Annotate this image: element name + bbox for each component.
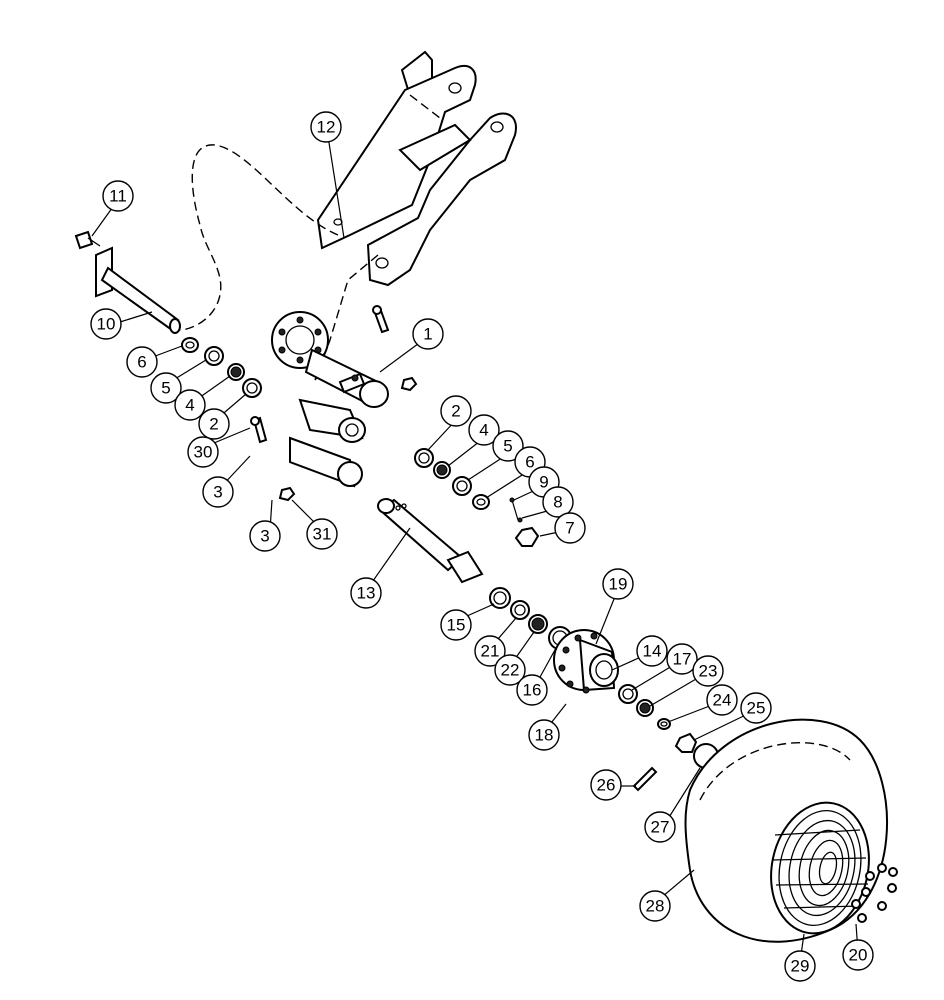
callout-c18: 18 bbox=[528, 719, 560, 751]
callout-label: 31 bbox=[313, 525, 332, 544]
callout-c30: 30 bbox=[187, 436, 219, 468]
callout-label: 1 bbox=[423, 325, 432, 344]
callout-label: 5 bbox=[161, 379, 170, 398]
callout-label: 18 bbox=[535, 726, 554, 745]
callout-label: 6 bbox=[137, 353, 146, 372]
callout-label: 2 bbox=[451, 402, 460, 421]
callout-c31: 31 bbox=[306, 518, 338, 550]
callout-label: 7 bbox=[565, 519, 574, 538]
callout-c16: 16 bbox=[516, 674, 548, 706]
cable-loop bbox=[179, 144, 339, 331]
callout-c28: 28 bbox=[639, 890, 671, 922]
callout-label: 23 bbox=[699, 662, 718, 681]
callout-label: 21 bbox=[481, 642, 500, 661]
bolts bbox=[250, 305, 418, 502]
callout-c15: 15 bbox=[440, 609, 472, 641]
callout-c3b: 3 bbox=[249, 520, 281, 552]
callout-c4a: 4 bbox=[174, 389, 206, 421]
callout-label: 27 bbox=[651, 818, 670, 837]
callout-c22: 22 bbox=[494, 654, 526, 686]
callout-label: 5 bbox=[503, 437, 512, 456]
axle-spindle bbox=[377, 498, 484, 584]
callout-label: 11 bbox=[109, 187, 127, 206]
callout-label: 12 bbox=[317, 118, 336, 137]
callout-c5a: 5 bbox=[150, 372, 182, 404]
callout-c20: 20 bbox=[842, 939, 874, 971]
callout-c2b: 2 bbox=[440, 395, 472, 427]
callout-label: 26 bbox=[597, 776, 616, 795]
callout-label: 3 bbox=[213, 483, 222, 502]
callout-label: 3 bbox=[260, 527, 269, 546]
callout-label: 22 bbox=[501, 661, 520, 680]
callout-c17: 17 bbox=[666, 643, 698, 675]
callout-c29: 29 bbox=[784, 950, 816, 982]
callout-label: 6 bbox=[525, 453, 534, 472]
right-bearing-stack bbox=[414, 448, 540, 547]
tire-and-wheel bbox=[684, 718, 898, 943]
callout-c10: 10 bbox=[90, 308, 122, 340]
rod-assembly bbox=[74, 230, 181, 334]
callout-c12: 12 bbox=[310, 111, 342, 143]
spindle-housing bbox=[271, 311, 389, 488]
callout-label: 8 bbox=[553, 493, 562, 512]
callout-label: 29 bbox=[791, 957, 810, 976]
callout-label: 9 bbox=[539, 473, 548, 492]
callout-label: 4 bbox=[479, 421, 488, 440]
callout-label: 4 bbox=[185, 396, 194, 415]
callout-c7: 7 bbox=[554, 512, 586, 544]
callout-label: 14 bbox=[643, 642, 662, 661]
callout-label: 10 bbox=[97, 315, 116, 334]
callout-c23: 23 bbox=[692, 655, 724, 687]
callout-c2a: 2 bbox=[198, 408, 230, 440]
mounting-bracket bbox=[314, 50, 517, 381]
wheel-hub bbox=[553, 629, 619, 694]
callout-label: 25 bbox=[747, 699, 766, 718]
hub-bearing-stack bbox=[489, 587, 572, 650]
callout-c25: 25 bbox=[740, 692, 772, 724]
callout-c26: 26 bbox=[590, 769, 622, 801]
callout-label: 28 bbox=[646, 897, 665, 916]
callout-label: 16 bbox=[523, 681, 542, 700]
callout-c5b: 5 bbox=[492, 430, 524, 462]
callout-label: 15 bbox=[447, 616, 466, 635]
callout-c13: 13 bbox=[350, 577, 382, 609]
callout-c27: 27 bbox=[644, 811, 676, 843]
callout-label: 24 bbox=[713, 691, 732, 710]
callout-c3a: 3 bbox=[202, 476, 234, 508]
callout-c19: 19 bbox=[602, 568, 634, 600]
callout-label: 30 bbox=[194, 443, 213, 462]
callout-c4b: 4 bbox=[468, 414, 500, 446]
callout-c11: 11 bbox=[102, 180, 134, 212]
left-bearing-stack bbox=[181, 337, 262, 398]
callout-c24: 24 bbox=[706, 684, 738, 716]
callout-label: 17 bbox=[673, 650, 692, 669]
callout-c6a: 6 bbox=[126, 346, 158, 378]
callout-label: 19 bbox=[609, 575, 628, 594]
callout-label: 13 bbox=[357, 584, 376, 603]
callout-c21: 21 bbox=[474, 635, 506, 667]
callout-c1: 1 bbox=[412, 318, 444, 350]
callout-label: 20 bbox=[849, 946, 868, 965]
callout-label: 2 bbox=[209, 415, 218, 434]
callout-c8: 8 bbox=[542, 486, 574, 518]
callout-c14: 14 bbox=[636, 635, 668, 667]
